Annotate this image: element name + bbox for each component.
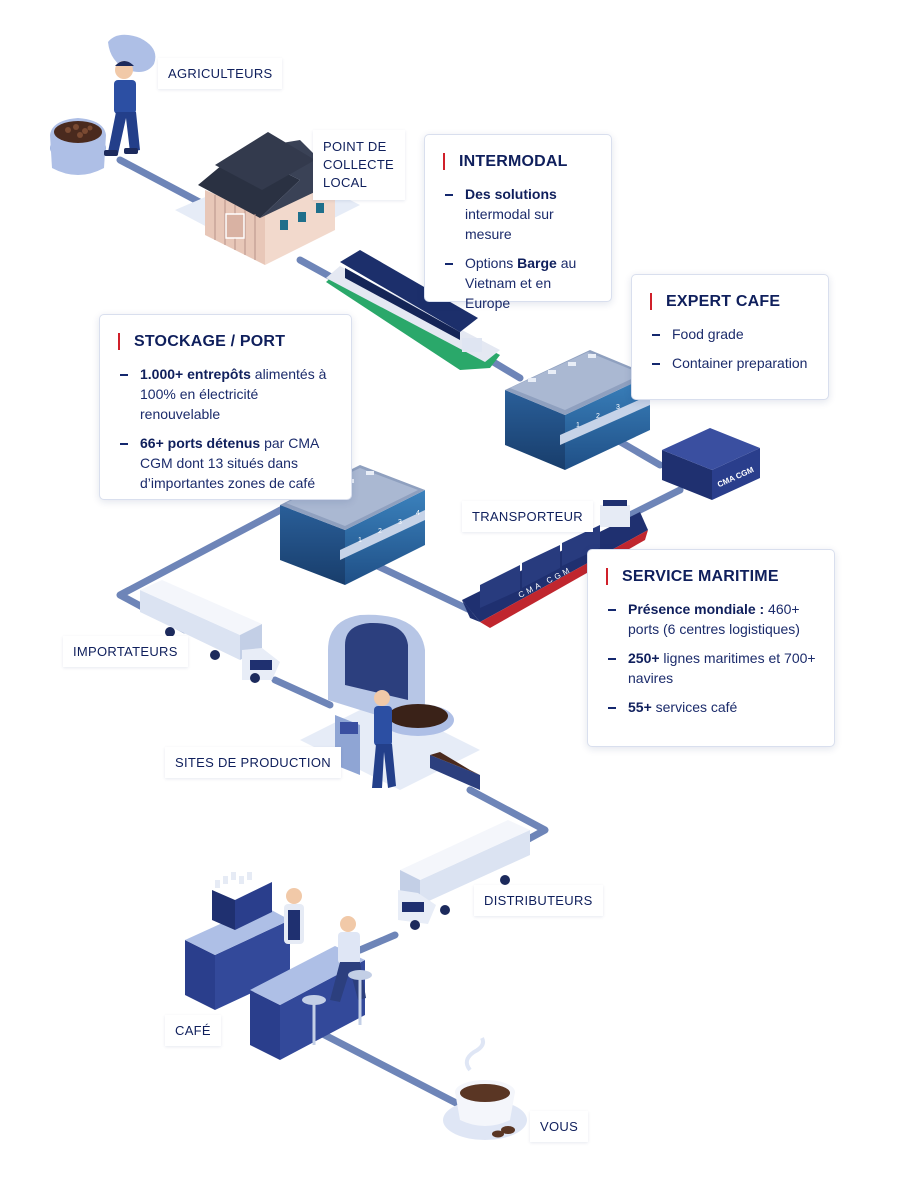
card-expert-cafe: EXPERT CAFE Food grade Container prepara… xyxy=(631,274,829,400)
warehouse-illustration-right: 1 2 3 4 xyxy=(505,350,650,470)
card-item: 250+ lignes maritimes et 700+ navires xyxy=(606,648,816,688)
card-intermodal: INTERMODAL Des solutions intermodal sur … xyxy=(424,134,612,311)
label-agriculteurs: AGRICULTEURS xyxy=(158,58,283,89)
label-importateurs: IMPORTATEURS xyxy=(63,636,188,667)
door-number: 2 xyxy=(596,413,600,420)
card-title: SERVICE MARITIME xyxy=(606,568,816,585)
warehouse-illustration-left: 1 2 3 4 xyxy=(280,465,425,585)
card-item: Présence mondiale : 460+ ports (6 centre… xyxy=(606,599,816,639)
card-item: 1.000+ entrepôts alimentés à 100% en éle… xyxy=(118,364,333,424)
card-title: STOCKAGE / PORT xyxy=(118,333,333,350)
door-number: 1 xyxy=(358,537,362,544)
farmer-illustration xyxy=(50,34,156,175)
door-number: 4 xyxy=(416,510,420,517)
card-stockage-port: STOCKAGE / PORT 1.000+ entrepôts aliment… xyxy=(99,314,352,500)
label-cafe: CAFÉ xyxy=(165,1015,221,1046)
card-item: 55+ services café xyxy=(606,697,816,717)
label-point-collecte: POINT DE COLLECTE LOCAL xyxy=(313,130,405,200)
truck-illustration-distributeurs xyxy=(398,820,530,930)
card-title: INTERMODAL xyxy=(443,153,593,170)
card-item: Des solutions intermodal sur mesure xyxy=(443,184,593,244)
label-sites-production: SITES DE PRODUCTION xyxy=(165,747,341,778)
door-number: 1 xyxy=(576,422,580,429)
cafe-bar-illustration xyxy=(185,872,372,1060)
barge-illustration xyxy=(326,250,500,370)
coffee-cup-illustration xyxy=(443,1037,527,1140)
truck-illustration-importateurs xyxy=(140,580,280,683)
card-title: EXPERT CAFE xyxy=(650,293,810,310)
door-number: 3 xyxy=(616,404,620,411)
label-transporteur: TRANSPORTEUR xyxy=(462,501,593,532)
card-item: Options Barge au Vietnam et en Europe xyxy=(443,253,593,313)
label-distributeurs: DISTRIBUTEURS xyxy=(474,885,603,916)
door-number: 3 xyxy=(398,519,402,526)
card-item: 66+ ports détenus par CMA CGM dont 13 si… xyxy=(118,433,333,493)
card-item: Container preparation xyxy=(650,353,810,373)
card-item: Food grade xyxy=(650,324,810,344)
card-service-maritime: SERVICE MARITIME Présence mondiale : 460… xyxy=(587,549,835,747)
door-number: 2 xyxy=(378,528,382,535)
label-vous: VOUS xyxy=(530,1111,589,1142)
roaster-illustration xyxy=(300,614,480,790)
